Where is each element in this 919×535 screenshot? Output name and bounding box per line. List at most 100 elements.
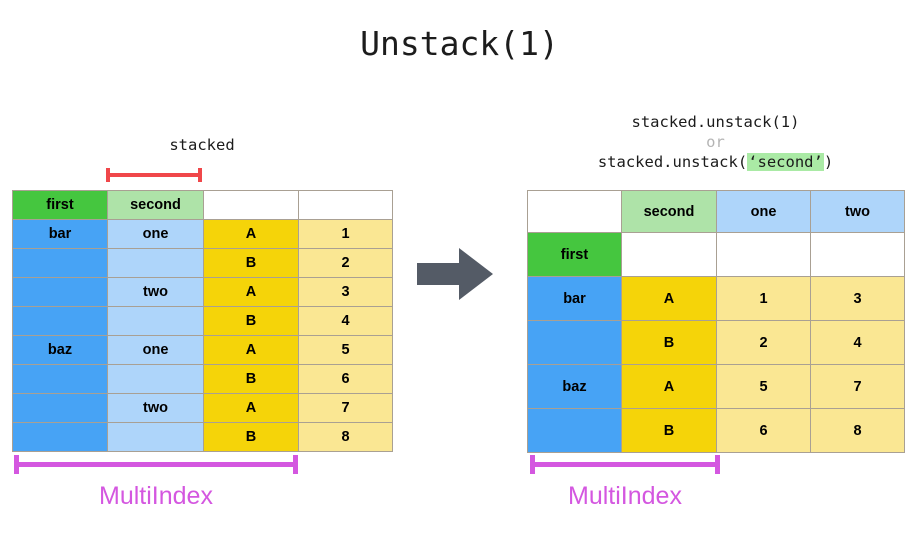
cell-first: baz (527, 364, 622, 409)
cell-first: bar (527, 276, 622, 321)
cell-first (12, 393, 108, 423)
header-cell-first: first (12, 190, 108, 220)
header-cell-blank (527, 190, 622, 233)
bracket-bar (530, 462, 720, 467)
cell-first (527, 320, 622, 365)
cell-second (107, 364, 204, 394)
cell-column: B (203, 248, 299, 278)
cell-first: bar (12, 219, 108, 249)
cell-second (107, 248, 204, 278)
cell-column: B (621, 408, 717, 453)
cell-second: two (107, 277, 204, 307)
cell-value: 4 (298, 306, 393, 336)
table-row: bar one A 1 (12, 219, 393, 249)
cell-first (12, 248, 108, 278)
table-row: bar A 1 3 (527, 276, 905, 321)
cell-first (12, 422, 108, 452)
unstacked-table: second one two first bar A 1 3 B 2 4 (527, 190, 905, 453)
cell-first (12, 364, 108, 394)
cell-column: A (203, 335, 299, 365)
cell-column: B (621, 320, 717, 365)
table-row: B 2 (12, 248, 393, 278)
caption-highlight-second: ‘second’ (747, 153, 824, 171)
header-cell-second: second (621, 190, 717, 233)
cell-second: one (107, 335, 204, 365)
table-row: B 4 (12, 306, 393, 336)
right-arrow-icon (417, 248, 493, 300)
caption-line-3: stacked.unstack(‘second’) (527, 152, 904, 173)
cell-first: baz (12, 335, 108, 365)
cell-column: A (203, 277, 299, 307)
table-row: B 8 (12, 422, 393, 452)
cell-value-two: 3 (810, 276, 905, 321)
caption-line-1: stacked.unstack(1) (631, 113, 800, 131)
header-cell-blank2 (298, 190, 393, 220)
table-header-row-2: first (527, 232, 905, 277)
header-cell-second: second (107, 190, 204, 220)
cell-second (107, 306, 204, 336)
cell-column: B (203, 422, 299, 452)
header-cell-first: first (527, 232, 622, 277)
table-header-row-1: second one two (527, 190, 905, 233)
caption-line-3-post: ) (823, 153, 834, 171)
table-row: baz one A 5 (12, 335, 393, 365)
header-cell-blank1 (621, 232, 717, 277)
bracket-cap-right (198, 168, 202, 182)
bracket-cap-left (530, 455, 535, 474)
cell-value: 6 (298, 364, 393, 394)
header-cell-blank1 (203, 190, 299, 220)
bracket-cap-right (715, 455, 720, 474)
header-cell-one: one (716, 190, 811, 233)
table-row: B 6 8 (527, 408, 905, 453)
cell-value-one: 5 (716, 364, 811, 409)
cell-value-one: 2 (716, 320, 811, 365)
cell-column: A (621, 364, 717, 409)
cell-column: A (621, 276, 717, 321)
bracket-cap-right (293, 455, 298, 474)
header-cell-blank3 (810, 232, 905, 277)
left-table-caption: stacked (169, 136, 235, 154)
cell-value: 1 (298, 219, 393, 249)
caption-or: or (706, 133, 725, 151)
table-row: B 2 4 (527, 320, 905, 365)
cell-value: 8 (298, 422, 393, 452)
cell-first (12, 277, 108, 307)
stacked-table: first second bar one A 1 B 2 two A (12, 190, 393, 452)
right-table-caption: stacked.unstack(1) or stacked.unstack(‘s… (527, 112, 904, 173)
cell-value-two: 7 (810, 364, 905, 409)
bracket-cap-left (106, 168, 110, 182)
table-row: B 6 (12, 364, 393, 394)
bracket-cap-left (14, 455, 19, 474)
cell-second: one (107, 219, 204, 249)
caption-line-3-pre: stacked.unstack( (597, 153, 748, 171)
bracket-bar (106, 173, 202, 177)
cell-column: A (203, 393, 299, 423)
cell-value-one: 1 (716, 276, 811, 321)
left-multiindex-label: MultiIndex (99, 482, 213, 510)
right-multiindex-label: MultiIndex (568, 482, 682, 510)
page-title: Unstack(1) (360, 24, 559, 63)
header-cell-two: two (810, 190, 905, 233)
table-row: baz A 5 7 (527, 364, 905, 409)
cell-column: B (203, 306, 299, 336)
cell-value: 3 (298, 277, 393, 307)
cell-second: two (107, 393, 204, 423)
cell-value: 5 (298, 335, 393, 365)
header-cell-blank2 (716, 232, 811, 277)
cell-value-two: 8 (810, 408, 905, 453)
table-row: two A 7 (12, 393, 393, 423)
second-column-bracket (106, 168, 202, 182)
cell-first (527, 408, 622, 453)
left-multiindex-bracket (14, 455, 298, 474)
cell-value: 7 (298, 393, 393, 423)
cell-value-two: 4 (810, 320, 905, 365)
cell-column: A (203, 219, 299, 249)
cell-value: 2 (298, 248, 393, 278)
bracket-bar (14, 462, 298, 467)
cell-first (12, 306, 108, 336)
cell-second (107, 422, 204, 452)
table-header-row: first second (12, 190, 393, 220)
right-multiindex-bracket (530, 455, 720, 474)
cell-column: B (203, 364, 299, 394)
